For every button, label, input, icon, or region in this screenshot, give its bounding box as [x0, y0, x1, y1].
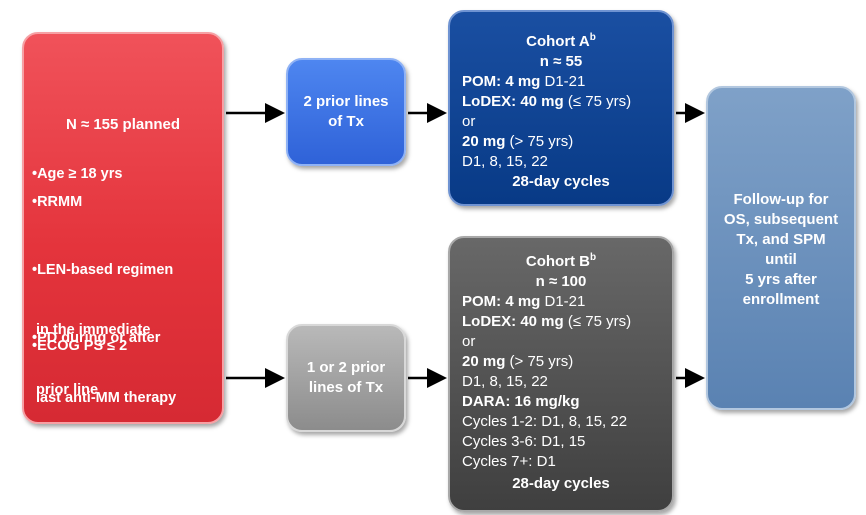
cohort-b-alt-dose: 20 mg (> 75 yrs)	[462, 353, 574, 370]
followup-box: Follow-up for OS, subsequent Tx, and SPM…	[706, 86, 856, 410]
cohort-a-box: Cohort Ab n ≈ 55 POM: 4 mg D1-21 LoDEX: …	[448, 10, 674, 206]
criterion-len-regimen: •LEN-based regimen in the immediate prio…	[32, 262, 174, 398]
cohort-b-lodex: LoDEX: 40 mg (≤ 75 yrs)	[462, 313, 632, 330]
prior-lines-1or2-line1: 1 or 2 prior	[306, 359, 386, 376]
cohort-b-title: Cohort Bb	[525, 252, 597, 271]
criterion-age: •Age ≥ 18 yrs	[32, 166, 123, 182]
cohort-a-title: Cohort Ab	[526, 32, 596, 51]
enrollment-title: N ≈ 155 planned	[65, 116, 181, 133]
cohort-a-alt-dose: 20 mg (> 75 yrs)	[462, 133, 574, 150]
cohort-b-box: Cohort Bb n ≈ 100 POM: 4 mg D1-21 LoDEX:…	[448, 236, 674, 512]
prior-lines-1or2-line2: lines of Tx	[308, 379, 384, 396]
cohort-b-cycles-3-6: Cycles 3-6: D1, 15	[462, 433, 586, 450]
cohort-b-cycles: 28-day cycles	[512, 475, 610, 492]
cohort-a-pom: POM: 4 mg D1-21	[462, 73, 586, 90]
cohort-b-dara: DARA: 16 mg/kg	[462, 393, 580, 410]
cohort-b-days: D1, 8, 15, 22	[462, 373, 548, 390]
cohort-a-lodex: LoDEX: 40 mg (≤ 75 yrs)	[462, 93, 632, 110]
cohort-b-n: n ≈ 100	[535, 273, 587, 290]
cohort-a-n: n ≈ 55	[539, 53, 583, 70]
criterion-pd: •PD during or after last anti-MM therapy	[32, 330, 177, 406]
prior-lines-2-line1: 2 prior lines	[303, 93, 389, 110]
cohort-b-pom: POM: 4 mg D1-21	[462, 293, 586, 310]
cohort-a-or: or	[462, 113, 476, 130]
cohort-b-cycles-1-2: Cycles 1-2: D1, 8, 15, 22	[462, 413, 628, 430]
enrollment-box: N ≈ 155 planned •Age ≥ 18 yrs •RRMM •LEN…	[22, 32, 224, 424]
prior-lines-2-box: 2 prior lines of Tx	[286, 58, 406, 166]
criterion-ecog: •ECOG PS ≤ 2	[32, 338, 128, 354]
cohort-b-cycles-7: Cycles 7+: D1	[462, 453, 556, 470]
cohort-a-days: D1, 8, 15, 22	[462, 153, 548, 170]
prior-lines-2-line2: of Tx	[328, 113, 364, 130]
criterion-rrmm: •RRMM	[32, 194, 83, 210]
prior-lines-1-or-2-box: 1 or 2 prior lines of Tx	[286, 324, 406, 432]
followup-text: Follow-up for OS, subsequent Tx, and SPM…	[723, 191, 839, 308]
cohort-b-or: or	[462, 333, 476, 350]
cohort-a-cycles: 28-day cycles	[512, 173, 610, 190]
